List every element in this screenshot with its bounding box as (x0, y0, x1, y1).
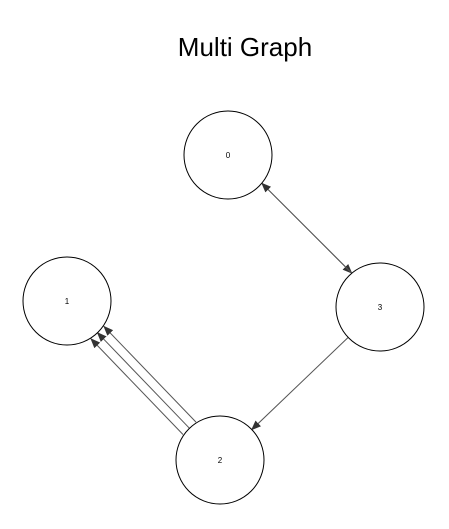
diagram-title: Multi Graph (178, 32, 312, 62)
nodes-layer: 0 1 2 3 (22, 110, 425, 505)
node-0: 0 (183, 110, 273, 200)
node-circle-1 (22, 256, 112, 346)
node-2: 2 (175, 415, 265, 505)
node-label-0: 0 (226, 151, 231, 160)
node-3: 3 (335, 262, 425, 352)
node-label-1: 1 (65, 297, 70, 306)
node-circle-3 (335, 262, 425, 352)
edge-3-to-0 (261, 182, 353, 274)
node-1: 1 (22, 256, 112, 346)
node-label-2: 2 (218, 456, 223, 465)
edge-2-to-1 (96, 331, 190, 429)
edges-layer (90, 182, 353, 435)
edge-2-to-1 (90, 338, 184, 435)
node-label-3: 3 (378, 303, 383, 312)
node-circle-0 (183, 110, 273, 200)
edge-2-to-1 (103, 325, 197, 423)
node-circle-2 (175, 415, 265, 505)
edge-3-to-2 (251, 337, 349, 431)
